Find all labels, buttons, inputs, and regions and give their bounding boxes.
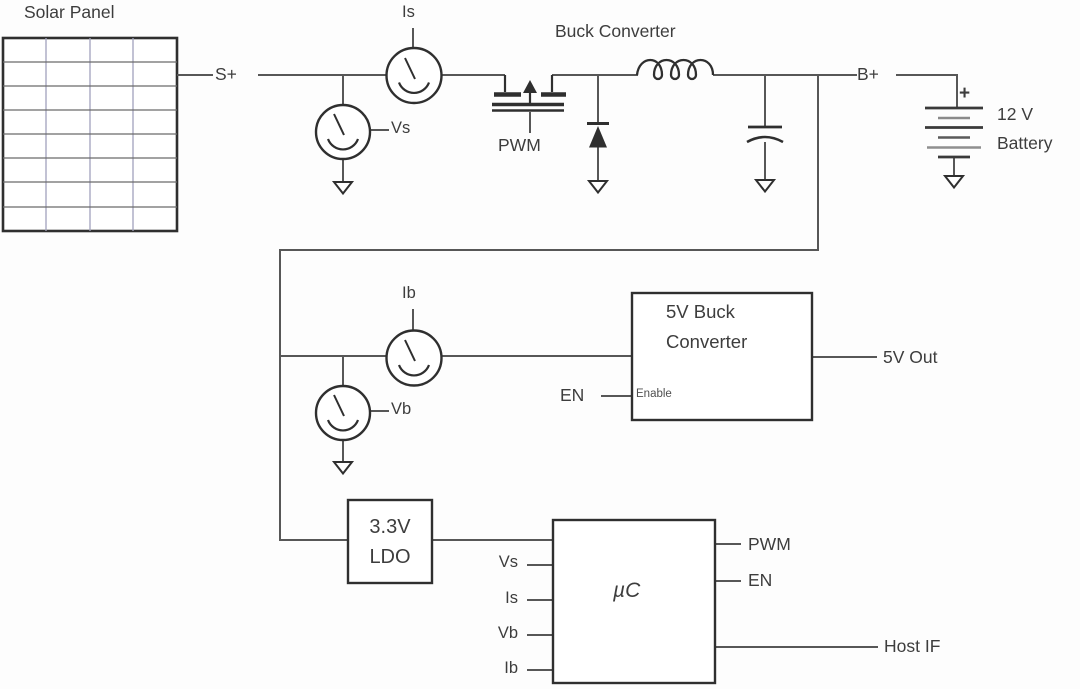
ldo-title-line1: 3.3V: [369, 516, 411, 538]
net-label-b-plus: B+: [857, 64, 879, 84]
capacitor-symbol: [746, 125, 784, 144]
buck-converter-title: Buck Converter: [555, 21, 676, 41]
mcu-out-label-host-if: Host IF: [884, 636, 941, 656]
meter-label-vs: Vs: [391, 119, 411, 137]
mcu-out-label-pwm: PWM: [748, 534, 791, 554]
meter-label-ib: Ib: [402, 284, 416, 302]
buck5v-title-line1: 5V Buck: [666, 301, 735, 322]
buck5v-enable-pin-label: Enable: [636, 388, 672, 400]
ground-icon: [753, 179, 777, 194]
inductor-symbol: [635, 58, 715, 81]
en-net-label: EN: [560, 385, 585, 405]
mcu-pin-label-vs: Vs: [498, 553, 518, 571]
mosfet-symbol: [492, 75, 566, 133]
meter-label-is: Is: [402, 3, 415, 21]
ldo-title-line2: LDO: [369, 546, 411, 568]
ldo-box: [346, 498, 434, 585]
meter-label-vb: Vb: [391, 400, 412, 418]
battery-symbol: [925, 106, 983, 159]
meter-vs-symbol: [314, 103, 372, 161]
meter-is-symbol: [385, 46, 443, 105]
ground-icon: [942, 175, 966, 190]
mosfet-body-arrow-icon: [523, 80, 537, 93]
mosfet-gate-label-pwm: PWM: [498, 135, 541, 155]
mcu-out-label-en: EN: [748, 570, 773, 590]
wire-bplus-to-battery: [896, 74, 958, 107]
net-label-s-plus: S+: [215, 64, 237, 84]
meter-vb-symbol: [314, 384, 372, 442]
buck5v-title-line2: Converter: [666, 331, 748, 352]
buck5v-output-label: 5V Out: [883, 347, 938, 367]
ldo-title: 3.3V LDO: [348, 512, 432, 572]
mcu-pin-label-is: Is: [505, 589, 518, 607]
mcu-pin-label-ib: Ib: [504, 659, 518, 677]
wires: [177, 28, 958, 671]
solar-panel-title: Solar Panel: [24, 2, 115, 22]
meter-ib-symbol: [385, 329, 443, 387]
wire-bus-to-ldo: [279, 75, 819, 541]
ground-icon: [331, 461, 355, 476]
ground-icons: [331, 175, 966, 476]
battery-name-label: Battery: [997, 133, 1053, 153]
battery-voltage-label: 12 V: [997, 104, 1033, 124]
mcu-pin-label-vb: Vb: [497, 624, 518, 642]
diode-symbol: [587, 122, 609, 148]
solar-panel-symbol: [1, 36, 179, 233]
mcu-box: [551, 518, 717, 685]
buck5v-box: [630, 291, 814, 422]
ground-icon: [331, 181, 355, 196]
mcu-label: µC: [613, 579, 641, 602]
battery-polarity-label: +: [959, 83, 971, 104]
ground-icon: [586, 180, 610, 195]
